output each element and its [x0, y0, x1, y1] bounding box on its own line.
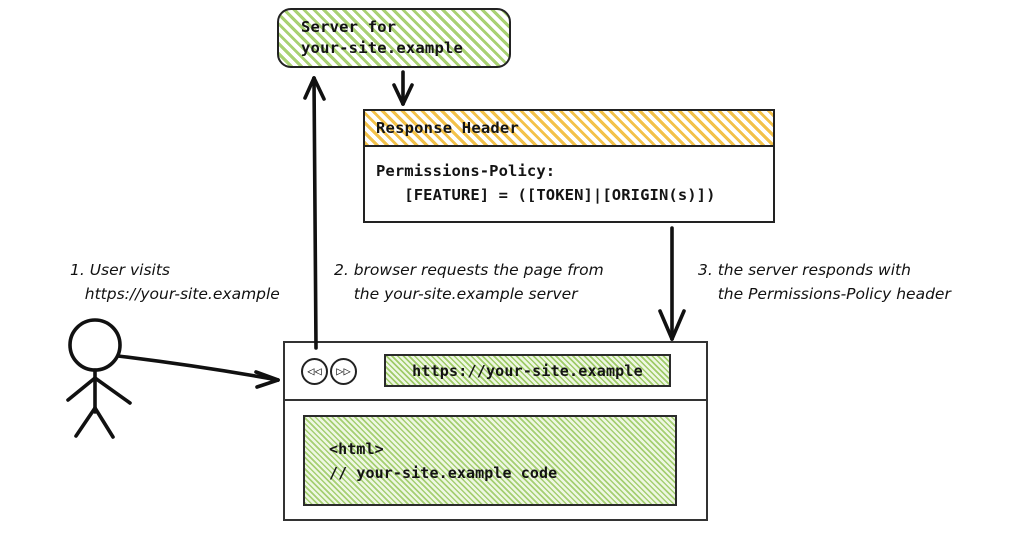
- stick-figure-leg-right: [93, 406, 115, 439]
- server-label-line2: your-site.example: [301, 39, 464, 57]
- url-input[interactable]: https://your-site.example: [384, 354, 671, 387]
- permissions-policy-key: Permissions-Policy:: [376, 162, 556, 180]
- caption-step-2-line1: 2. browser requests the page from: [334, 261, 604, 279]
- back-glyph: ◁◁: [307, 364, 322, 378]
- browser-to-server-arrow: [303, 76, 326, 350]
- stick-figure-arm-right: [93, 376, 132, 405]
- caption-step-2: 2. browser requests the page from the yo…: [334, 258, 604, 306]
- server-to-response-arrow: [392, 70, 414, 106]
- caption-step-3-line2: the Permissions-Policy header: [698, 285, 951, 304]
- page-source-line1: <html>: [329, 439, 384, 458]
- server-label: Server for your-site.example: [301, 17, 463, 59]
- server-box: Server for your-site.example: [277, 8, 511, 68]
- browser-window: ◁◁ ▷▷ https://your-site.example <html> /…: [283, 341, 708, 521]
- user-stick-figure: [66, 318, 132, 439]
- back-icon[interactable]: ◁◁: [301, 357, 328, 385]
- browser-toolbar: ◁◁ ▷▷ https://your-site.example: [285, 343, 706, 401]
- stick-figure-arm-left: [66, 376, 97, 402]
- user-to-browser-arrow: [116, 354, 280, 389]
- caption-step-3-line1: 3. the server responds with: [698, 261, 911, 279]
- page-content-area: <html> // your-site.example code: [303, 415, 677, 506]
- response-header-title: Response Header: [376, 119, 519, 137]
- stick-figure-head: [68, 318, 122, 372]
- forward-glyph: ▷▷: [336, 364, 351, 378]
- caption-step-1-line1: 1. User visits: [70, 261, 170, 279]
- page-source-line2: // your-site.example code: [329, 463, 558, 482]
- response-header-body: Permissions-Policy: [FEATURE] = ([TOKEN]…: [365, 147, 773, 207]
- caption-step-1: 1. User visits https://your-site.example: [70, 258, 280, 306]
- response-to-browser-arrow: [658, 226, 686, 341]
- caption-step-3: 3. the server responds with the Permissi…: [698, 258, 951, 306]
- stick-figure-leg-left: [74, 406, 97, 438]
- page-source-text: <html> // your-site.example code: [329, 437, 557, 485]
- url-text: https://your-site.example: [412, 361, 643, 380]
- forward-icon[interactable]: ▷▷: [330, 357, 357, 385]
- response-header-title-band: Response Header: [365, 111, 773, 147]
- permissions-policy-value: [FEATURE] = ([TOKEN]|[ORIGIN(s)]): [376, 186, 716, 205]
- server-label-line1: Server for: [301, 18, 397, 37]
- caption-step-1-line2: https://your-site.example: [70, 285, 280, 304]
- response-header-box: Response Header Permissions-Policy: [FEA…: [363, 109, 775, 223]
- caption-step-2-line2: the your-site.example server: [334, 285, 578, 304]
